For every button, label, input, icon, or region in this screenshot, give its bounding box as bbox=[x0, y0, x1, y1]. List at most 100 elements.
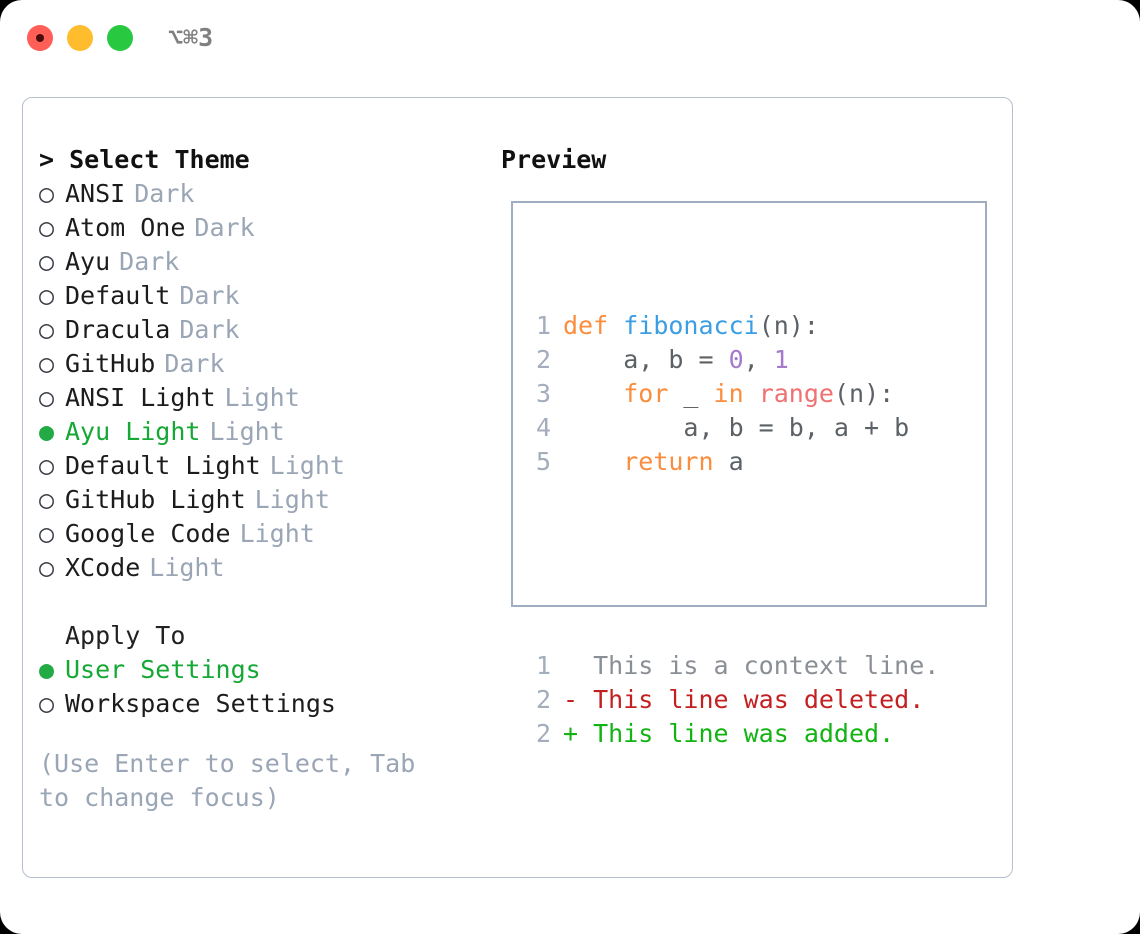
diff-line: 2 + This line was added. bbox=[529, 717, 939, 751]
theme-name-label: Default bbox=[65, 281, 171, 310]
radio-unselected-icon[interactable]: ○ bbox=[39, 349, 55, 378]
theme-name-label: Google Code bbox=[65, 519, 231, 548]
theme-list-item[interactable]: ○ Ayu Dark bbox=[39, 245, 479, 279]
line-number: 2 bbox=[535, 685, 551, 714]
theme-name-label: ANSI bbox=[65, 179, 126, 208]
radio-unselected-icon[interactable]: ○ bbox=[39, 315, 55, 344]
theme-variant-tag: Dark bbox=[119, 247, 180, 276]
traffic-lights bbox=[27, 25, 133, 51]
apply-to-heading-row: Apply To bbox=[39, 619, 479, 653]
radio-unselected-icon[interactable]: ○ bbox=[39, 281, 55, 310]
diff-text: This is a context line. bbox=[578, 651, 940, 680]
theme-variant-tag: Dark bbox=[179, 315, 240, 344]
line-number: 1 bbox=[535, 311, 551, 340]
apply-to-label: User Settings bbox=[65, 655, 261, 684]
code-token: range bbox=[758, 379, 834, 408]
theme-variant-tag: Light bbox=[209, 417, 285, 446]
theme-list-item[interactable]: ○ XCode Light bbox=[39, 551, 479, 585]
theme-variant-tag: Light bbox=[149, 553, 225, 582]
theme-variant-tag: Dark bbox=[179, 281, 240, 310]
diff-line: 2- This line was deleted. bbox=[529, 683, 939, 717]
code-line: 2 a, b = 0, 1 bbox=[529, 343, 939, 377]
apply-to-item[interactable]: ○ Workspace Settings bbox=[39, 687, 479, 721]
theme-variant-tag: Dark bbox=[194, 213, 255, 242]
theme-variant-tag: Dark bbox=[134, 179, 195, 208]
theme-name-label: Dracula bbox=[65, 315, 171, 344]
theme-variant-tag: Dark bbox=[164, 349, 225, 378]
line-number: 2 bbox=[535, 719, 551, 748]
radio-unselected-icon[interactable]: ○ bbox=[39, 485, 55, 514]
theme-list-item[interactable]: ○ GitHub Dark bbox=[39, 347, 479, 381]
theme-variant-tag: Light bbox=[269, 451, 345, 480]
apply-to-heading: Apply To bbox=[65, 621, 186, 650]
radio-unselected-icon[interactable]: ○ bbox=[39, 689, 55, 718]
code-token: (n): bbox=[833, 379, 895, 408]
code-token: , bbox=[743, 345, 774, 374]
theme-list-item[interactable]: ○ ANSI Dark bbox=[39, 177, 479, 211]
code-token bbox=[744, 379, 759, 408]
radio-selected-icon[interactable]: ● bbox=[39, 417, 55, 446]
line-number: 3 bbox=[535, 379, 551, 408]
diff-text: This line was added. bbox=[578, 719, 895, 748]
radio-selected-icon[interactable]: ● bbox=[39, 655, 55, 684]
select-theme-heading: > Select Theme bbox=[39, 145, 250, 174]
theme-name-label: GitHub bbox=[65, 349, 156, 378]
theme-list-item[interactable]: ○ Atom One Dark bbox=[39, 211, 479, 245]
theme-list-item[interactable]: ○ GitHub Light Light bbox=[39, 483, 479, 517]
apply-to-item[interactable]: ● User Settings bbox=[39, 653, 479, 687]
line-number: 2 bbox=[535, 345, 551, 374]
diff-marker bbox=[563, 651, 578, 680]
theme-name-label: GitHub Light bbox=[65, 485, 246, 514]
radio-unselected-icon[interactable]: ○ bbox=[39, 247, 55, 276]
theme-list-item[interactable]: ○ ANSI Light Light bbox=[39, 381, 479, 415]
code-token: def bbox=[563, 311, 624, 340]
radio-unselected-icon[interactable]: ○ bbox=[39, 451, 55, 480]
theme-name-label: ANSI Light bbox=[65, 383, 216, 412]
theme-variant-tag: Light bbox=[254, 485, 330, 514]
keyboard-hint: (Use Enter to select, Tab to change focu… bbox=[39, 749, 431, 812]
radio-unselected-icon[interactable]: ○ bbox=[39, 383, 55, 412]
radio-unselected-icon[interactable]: ○ bbox=[39, 553, 55, 582]
code-token: _ bbox=[668, 379, 714, 408]
diff-sample: 1 This is a context line.2- This line wa… bbox=[529, 649, 939, 751]
theme-list-item[interactable]: ○ Google Code Light bbox=[39, 517, 479, 551]
theme-name-label: XCode bbox=[65, 553, 141, 582]
line-number: 4 bbox=[535, 413, 551, 442]
radio-unselected-icon[interactable]: ○ bbox=[39, 179, 55, 208]
radio-unselected-icon[interactable]: ○ bbox=[39, 519, 55, 548]
theme-list-item[interactable]: ○ Dracula Dark bbox=[39, 313, 479, 347]
theme-variant-tag: Light bbox=[224, 383, 300, 412]
theme-list-item[interactable]: ● Ayu Light Light bbox=[39, 415, 479, 449]
code-token: a, b = b, a + b bbox=[563, 413, 910, 442]
theme-variant-tag: Light bbox=[239, 519, 315, 548]
line-number: 1 bbox=[535, 651, 551, 680]
diff-line: 1 This is a context line. bbox=[529, 649, 939, 683]
code-line: 4 a, b = b, a + b bbox=[529, 411, 939, 445]
theme-list-item[interactable]: ○ Default Dark bbox=[39, 279, 479, 313]
apply-to-heading-indent bbox=[39, 619, 65, 653]
theme-name-label: Ayu bbox=[65, 247, 111, 276]
code-diff-separator bbox=[529, 547, 939, 581]
code-token bbox=[563, 447, 623, 476]
apply-to-label: Workspace Settings bbox=[65, 689, 336, 718]
minimize-button[interactable] bbox=[67, 25, 93, 51]
theme-name-label: Atom One bbox=[65, 213, 186, 242]
apply-to-list: ● User Settings ○ Workspace Settings bbox=[39, 653, 479, 721]
code-token bbox=[563, 379, 623, 408]
list-spacer bbox=[39, 585, 479, 619]
maximize-button[interactable] bbox=[107, 25, 133, 51]
code-token: 0 bbox=[728, 345, 744, 374]
theme-name-label: Ayu Light bbox=[65, 417, 201, 446]
close-button[interactable] bbox=[27, 25, 53, 51]
radio-unselected-icon[interactable]: ○ bbox=[39, 213, 55, 242]
diff-marker: + bbox=[563, 719, 579, 748]
